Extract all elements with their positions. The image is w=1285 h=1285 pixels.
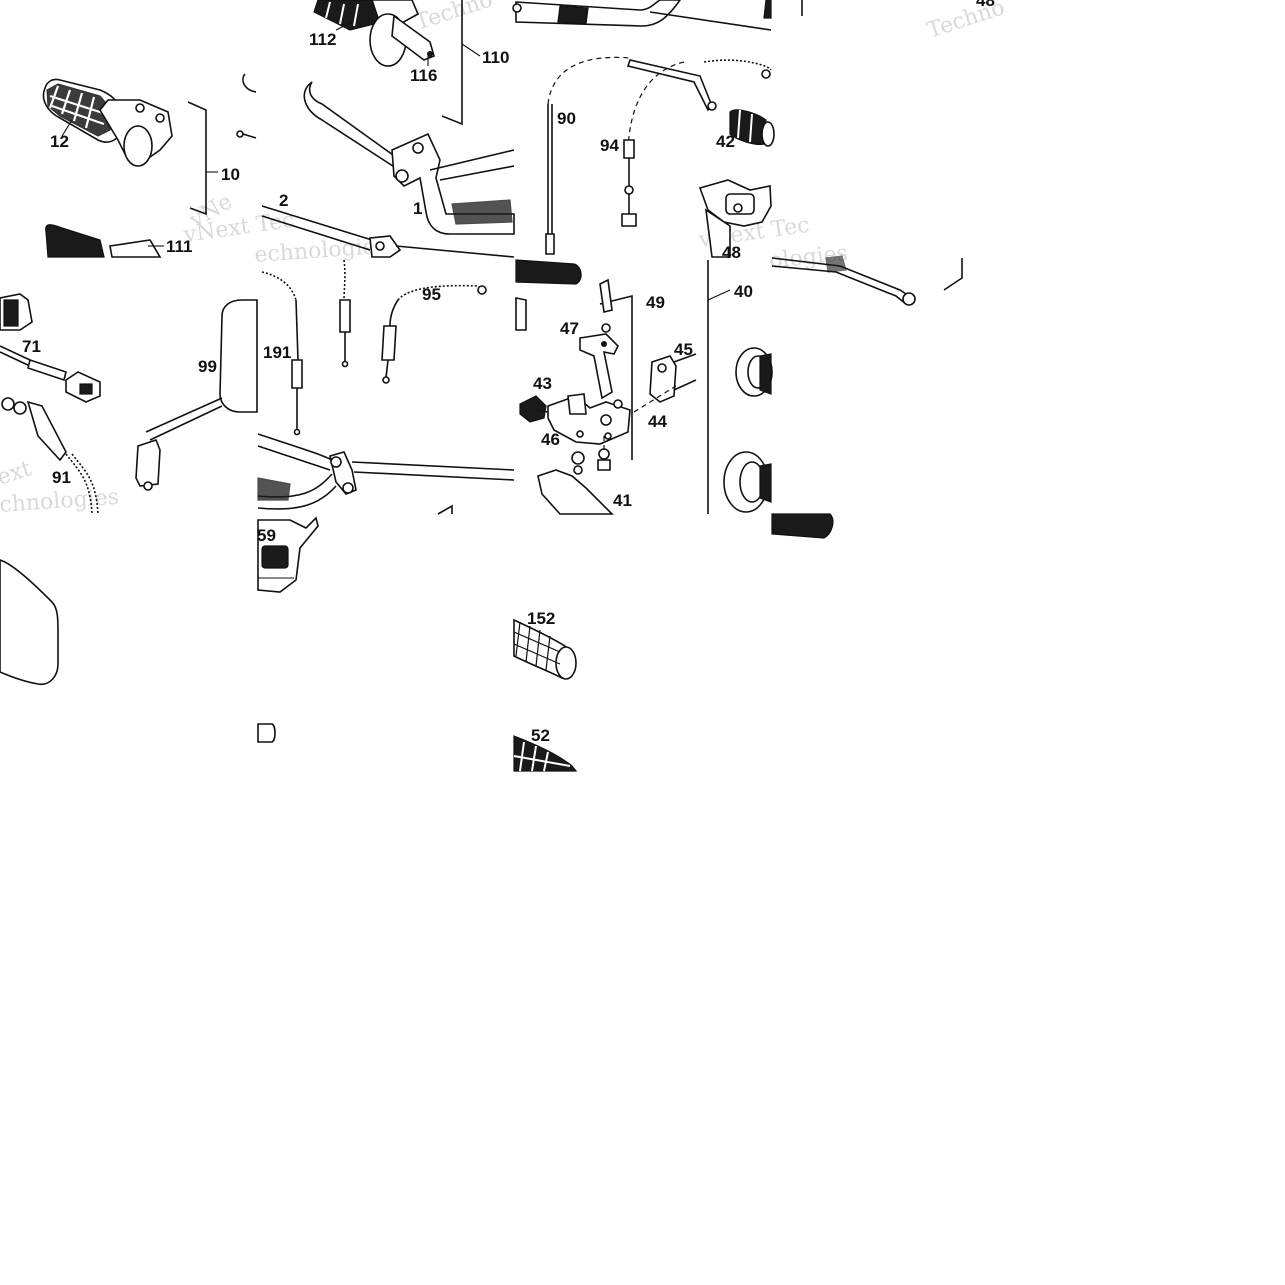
grip-right-lower — [771, 513, 834, 539]
callout: 116 — [410, 66, 437, 85]
watermark: chnologies — [0, 485, 120, 518]
bar-2 — [261, 205, 515, 258]
callout: 90 — [557, 109, 576, 128]
callout: 94 — [600, 136, 619, 155]
mirror-glass — [0, 559, 59, 686]
callout: 48 — [722, 243, 741, 262]
callout: 10 — [221, 165, 240, 184]
callout: 99 — [198, 357, 217, 376]
callout: 91 — [52, 468, 71, 487]
cable-95 — [381, 284, 487, 384]
callout: 12 — [50, 132, 69, 151]
grip-152 — [513, 618, 577, 680]
cable-91 — [1, 397, 99, 515]
callout-fragment: 48 — [976, 0, 995, 10]
callout: 2 — [279, 191, 288, 210]
callout: 43 — [533, 374, 552, 393]
callout: 152 — [527, 609, 555, 628]
tile-4-fragment: 48 — [801, 0, 995, 16]
callout: 1 — [413, 199, 422, 218]
cable-90 — [545, 56, 631, 255]
callout: 110 — [482, 48, 509, 67]
handlebar-top — [512, 0, 772, 31]
grip-assembly-12 — [42, 78, 173, 167]
lever-assembly-47 — [519, 278, 631, 445]
grip-assembly-111 — [45, 224, 164, 258]
mirror-99 — [135, 299, 258, 491]
lever-41 — [537, 469, 614, 515]
small-cap — [257, 723, 276, 743]
switch-71 — [0, 293, 101, 403]
throttle-housing-110 — [313, 0, 481, 126]
callout: 41 — [613, 491, 632, 510]
grip-42 — [729, 109, 775, 147]
watermark: ext — [0, 456, 35, 490]
grip-52 — [513, 735, 578, 772]
grip-right-40 — [723, 347, 773, 513]
watermark: Techno — [924, 0, 1008, 44]
callout: 95 — [422, 285, 441, 304]
callout: 71 — [22, 337, 41, 356]
clamp-45 — [633, 353, 697, 413]
watermark: Techno — [412, 0, 496, 36]
cable-center — [339, 259, 351, 368]
cable-94 — [621, 59, 772, 227]
lever-48 — [771, 255, 963, 306]
callout: 49 — [646, 293, 665, 312]
callout: 52 — [531, 726, 550, 745]
lever-housing-48 — [698, 179, 772, 258]
callout: 111 — [166, 237, 193, 256]
small-bolt — [236, 73, 257, 139]
callout: 45 — [674, 340, 693, 359]
bracket-10 — [187, 101, 218, 216]
grip-upper — [515, 259, 582, 331]
switch-59 — [257, 516, 319, 593]
callout: 40 — [734, 282, 753, 301]
callout: 44 — [648, 412, 667, 431]
handlebar-lower — [257, 433, 515, 515]
callout: 46 — [541, 430, 560, 449]
callout: 47 — [560, 319, 579, 338]
callout: 42 — [716, 132, 735, 151]
callout: 191 — [263, 343, 291, 362]
handlebar-1 — [303, 81, 515, 235]
callout: 112 — [309, 30, 336, 49]
washers — [571, 436, 611, 475]
callout: 59 — [257, 526, 276, 545]
cable-191 — [261, 271, 303, 436]
